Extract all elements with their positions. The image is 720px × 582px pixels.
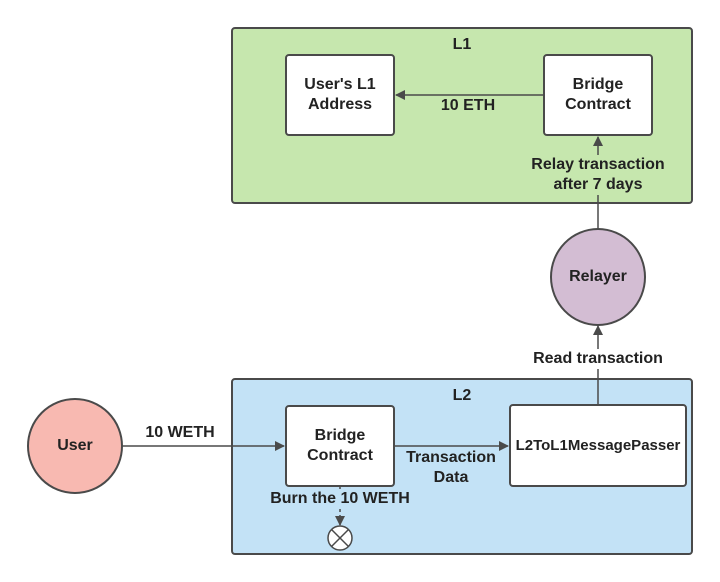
l2-to-l1-message-passer-box: L2ToL1MessagePasser [509,404,687,487]
l2-bridge-contract-box: Bridge Contract [285,405,395,487]
transaction-data-label: Transaction Data [406,449,496,486]
user-node: User [27,398,123,494]
l1-title: L1 [452,36,472,53]
eth-amount-label: 10 ETH [440,97,496,114]
users-l1-address-box: User's L1 Address [285,54,395,136]
l2-title: L2 [452,387,472,404]
relay-transaction-label: Relay transaction after 7 days [518,155,678,195]
burn-weth-label: Burn the 10 WETH [260,489,420,509]
l1-bridge-contract-box: Bridge Contract [543,54,653,136]
relayer-node: Relayer [550,228,646,326]
read-transaction-label: Read transaction [522,349,674,369]
weth-amount-label: 10 WETH [145,424,215,441]
